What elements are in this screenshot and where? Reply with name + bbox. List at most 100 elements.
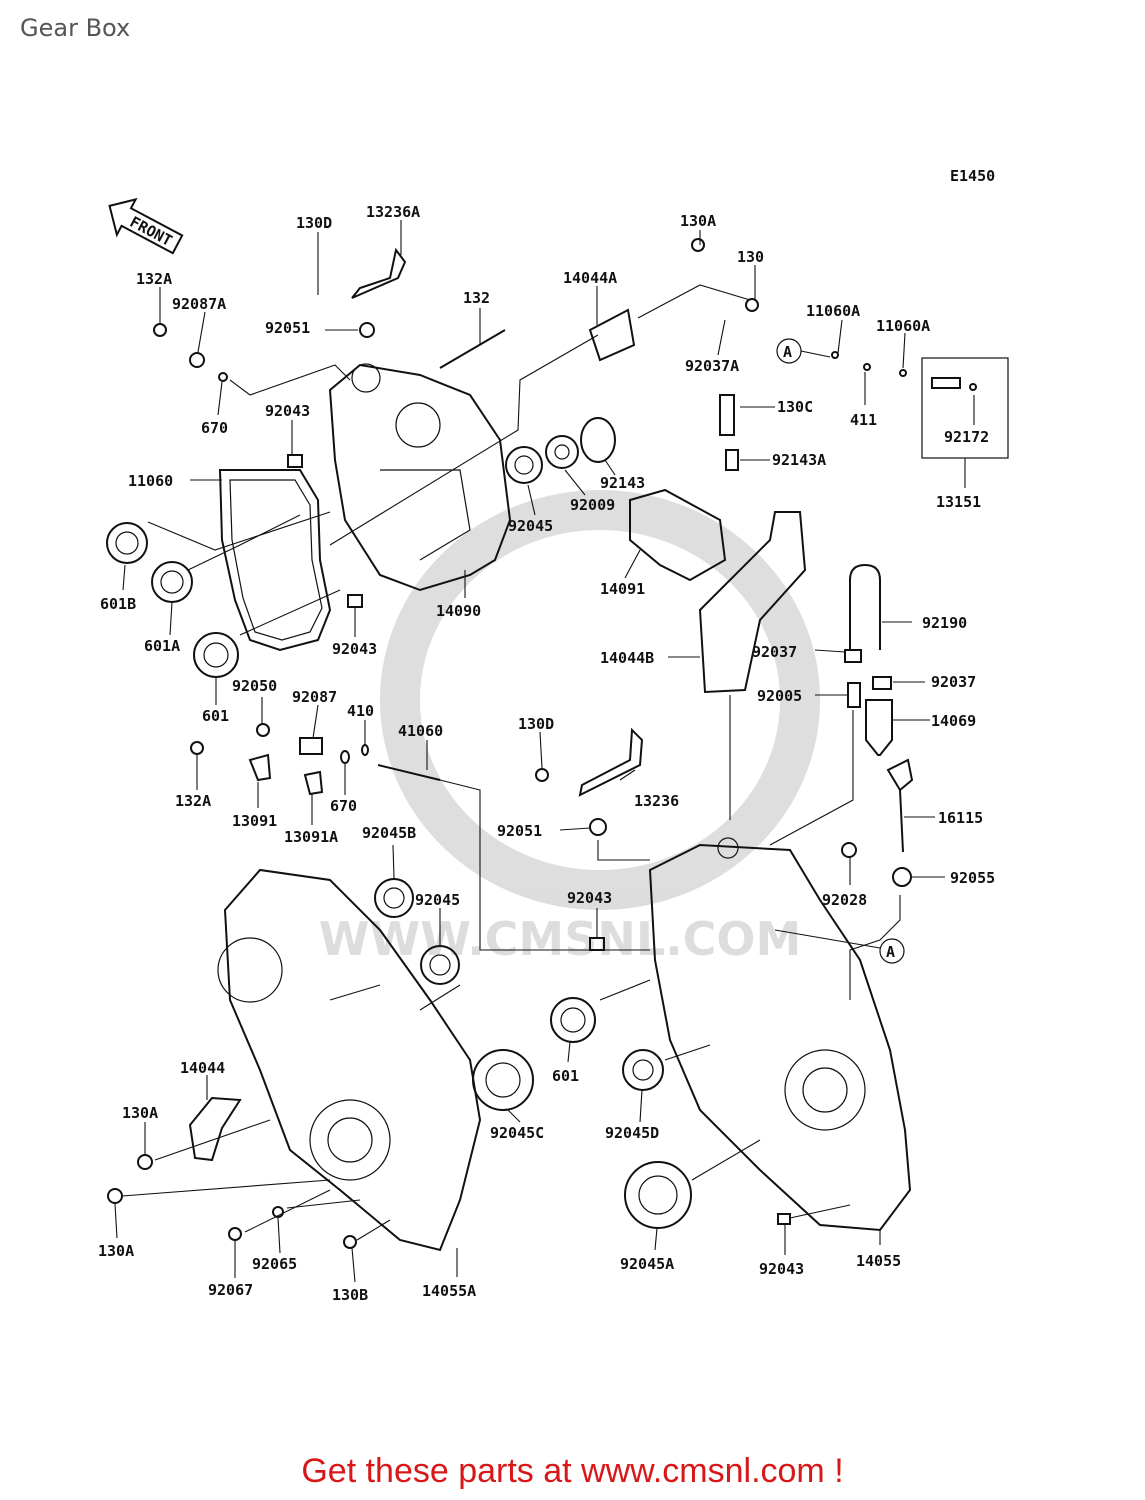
part-callout: 92087A — [172, 295, 226, 313]
part-callout: 132A — [136, 270, 172, 288]
part-callout: 411 — [850, 411, 877, 429]
part-callout: 92045D — [605, 1124, 659, 1142]
cta-link[interactable]: Get these parts at www.cmsnl.com ! — [301, 1452, 844, 1490]
part-callout: 92045 — [415, 891, 460, 909]
part-callout: 92037A — [685, 357, 739, 375]
part-callout: 92051 — [497, 822, 542, 840]
part-callout: 14044A — [563, 269, 617, 287]
part-callout: 92051 — [265, 319, 310, 337]
part-callout: 92045C — [490, 1124, 544, 1142]
part-callout: 92045B — [362, 824, 416, 842]
filter-14069 — [865, 699, 893, 756]
part-callout: 14055 — [856, 1252, 901, 1270]
bearing-92045C — [472, 1049, 534, 1111]
part-callout: 670 — [201, 419, 228, 437]
part-callout: 130A — [680, 212, 716, 230]
part-callout: 92037 — [931, 673, 976, 691]
part-callout: 92009 — [570, 496, 615, 514]
part-callout: 92043 — [567, 889, 612, 907]
part-callout: 16115 — [938, 809, 983, 827]
seal-92009 — [545, 435, 579, 469]
right-crankcase — [648, 837, 912, 1232]
part-callout: 41060 — [398, 722, 443, 740]
part-callout: 14091 — [600, 580, 645, 598]
exploded-parts-diagram: WWW.CMSNL.COM E1450 FRONT — [98, 167, 1009, 1304]
ref-marker-a-top: A — [776, 338, 831, 364]
arm-13236A — [351, 247, 407, 299]
front-arrow-icon: FRONT — [108, 197, 184, 255]
part-callout: 11060A — [806, 302, 860, 320]
ref-marker-a-bottom: A — [879, 938, 905, 964]
part-callout: 13236A — [366, 203, 420, 221]
part-callout: 92190 — [922, 614, 967, 632]
part-callout: 92037 — [752, 643, 797, 661]
bracket-14091 — [629, 488, 727, 582]
part-callout: 13151 — [936, 493, 981, 511]
part-callout: 92050 — [232, 677, 277, 695]
part-callout: 13091A — [284, 828, 338, 846]
part-callout: 14069 — [931, 712, 976, 730]
part-callout: 13091 — [232, 812, 277, 830]
ref-marker-a-bottom-label: A — [886, 943, 895, 961]
part-callout: 130 — [737, 248, 764, 266]
shaft-41060 — [377, 764, 441, 781]
part-callout: 130D — [518, 715, 554, 733]
part-callout: 92028 — [822, 891, 867, 909]
part-callout: 92045A — [620, 1255, 674, 1273]
part-callout: 132A — [175, 792, 211, 810]
bearing-601A — [151, 561, 193, 603]
part-callout: 601 — [552, 1067, 579, 1085]
left-crankcase — [217, 868, 482, 1252]
hose-92190 — [849, 563, 881, 650]
part-callout: 92043 — [332, 640, 377, 658]
bracket-14044B — [698, 511, 807, 694]
part-callout: 92043 — [759, 1260, 804, 1278]
watermark-text: WWW.CMSNL.COM — [319, 912, 802, 966]
leader-lines — [114, 220, 975, 1283]
part-callout: 92043 — [265, 402, 310, 420]
part-callout: 92172 — [944, 428, 989, 446]
left-cover — [328, 363, 512, 592]
part-callout: 130C — [777, 398, 813, 416]
part-callout: 13236 — [634, 792, 679, 810]
part-callout: 601 — [202, 707, 229, 725]
part-callout: 92055 — [950, 869, 995, 887]
bearing-601 — [193, 632, 239, 678]
arm-13236 — [578, 727, 644, 797]
part-callout: 132 — [463, 289, 490, 307]
bracket-14044A — [588, 308, 636, 362]
part-callout: 410 — [347, 702, 374, 720]
part-callout: 14044B — [600, 649, 654, 667]
dipstick-16115 — [886, 758, 914, 853]
part-callout: 92143A — [772, 451, 826, 469]
part-callout: 92143 — [600, 474, 645, 492]
part-callout: 11060 — [128, 472, 173, 490]
bracket-14044 — [188, 1096, 242, 1162]
part-callout: 601A — [144, 637, 180, 655]
bolt-132 — [439, 329, 506, 369]
part-callout: 130A — [122, 1104, 158, 1122]
ref-marker-a-top-label: A — [783, 343, 792, 361]
bearing-92045-lower — [420, 945, 460, 985]
part-callout: 130B — [332, 1286, 368, 1304]
bearing-92045A — [624, 1161, 692, 1229]
part-callout: 130D — [296, 214, 332, 232]
part-callout: 11060A — [876, 317, 930, 335]
part-callout: 92065 — [252, 1255, 297, 1273]
bearing-601-lower — [550, 997, 596, 1043]
part-callout: 92045 — [508, 517, 553, 535]
part-callout: 92067 — [208, 1281, 253, 1299]
part-callout: 14055A — [422, 1282, 476, 1300]
part-callout: 92087 — [292, 688, 337, 706]
part-callout: 130A — [98, 1242, 134, 1260]
part-callout: 92005 — [757, 687, 802, 705]
bearing-92045 — [505, 446, 543, 484]
part-callout: 14044 — [180, 1059, 225, 1077]
bearing-601B — [106, 522, 148, 564]
part-callout: 601B — [100, 595, 136, 613]
bearing-92045B — [374, 878, 414, 918]
left-cover-gasket — [218, 469, 332, 652]
ring-92143 — [580, 417, 616, 463]
diagram-code: E1450 — [950, 167, 995, 185]
